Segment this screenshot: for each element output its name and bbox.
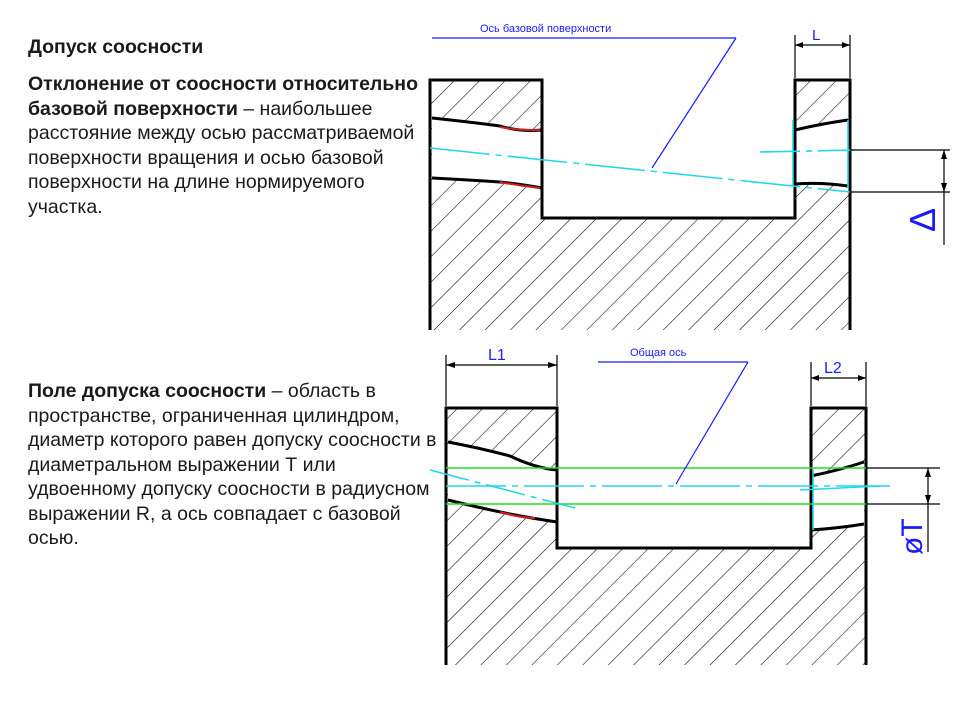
- surface-line: [810, 460, 865, 478]
- deviation-line: [499, 511, 536, 519]
- surface-line: [810, 522, 865, 532]
- deviation-symbol: Δ: [902, 208, 943, 232]
- base-axis-label: Ось базовой поверхности: [480, 23, 611, 35]
- bore-left-2: [448, 442, 557, 522]
- length1-label: L1: [488, 347, 506, 364]
- bore-right-2: [811, 462, 864, 530]
- surface-axis-line: [429, 469, 576, 509]
- diagram-coaxiality-deviation: Ось базовой поверхности L Δ: [428, 23, 950, 330]
- part-section-2: [446, 408, 866, 665]
- axis-leader-line: [651, 37, 737, 169]
- bore-right-1: [795, 120, 848, 186]
- tolerance-label: øT: [896, 518, 929, 555]
- bore-left-1: [432, 118, 542, 188]
- dimension-arrow: [925, 468, 931, 504]
- tolerance-zone-description: – область в пространстве, ограниченная ц…: [28, 380, 437, 549]
- deviation-term: Отклонение от соосности относительно баз…: [28, 73, 418, 120]
- deviation-line: [499, 181, 541, 189]
- axis-leader-line: [675, 361, 749, 485]
- part-outline-2: [444, 406, 868, 665]
- part-section-1: [430, 80, 850, 330]
- dimension-arrow: [941, 150, 947, 192]
- tolerance-zone-term: Поле допуска соосности: [28, 380, 267, 402]
- diagram-tolerance-zone: Общая ось L1 L2 øT: [429, 347, 940, 665]
- length-label: L: [812, 27, 820, 44]
- slide-title: Допуск соосности: [28, 36, 204, 58]
- deviation-line: [499, 126, 541, 132]
- common-axis-label: Общая ось: [630, 347, 687, 359]
- base-axis-line: [429, 147, 851, 193]
- part-outline-1: [428, 78, 852, 330]
- surface-line: [794, 118, 849, 132]
- tolerance-zone-definition: Поле допуска соосности – область в прост…: [28, 379, 438, 551]
- surface-line: [794, 181, 849, 188]
- surface-axis-line: [759, 149, 856, 153]
- deviation-description: – наибольшее расстояние между осью рассм…: [28, 97, 415, 218]
- length2-label: L2: [824, 360, 842, 377]
- deviation-definition: Отклонение от соосности относительно баз…: [28, 72, 423, 219]
